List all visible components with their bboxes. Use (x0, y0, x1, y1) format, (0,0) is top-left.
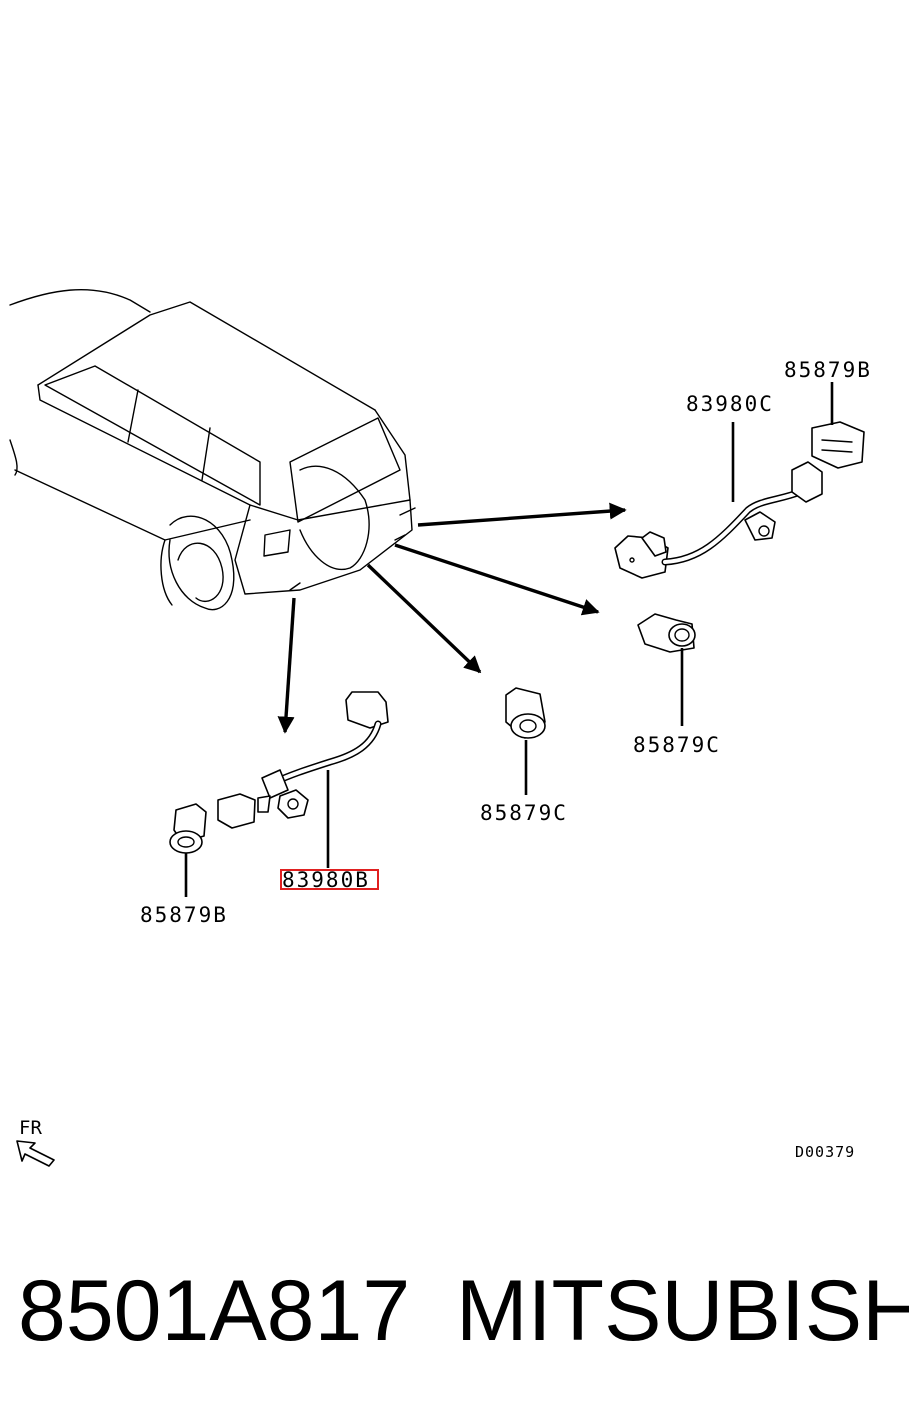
callout-85879c-right: 85879C (633, 733, 721, 757)
harness-83980c-drawing (614, 382, 865, 579)
vehicle-outline (9, 288, 416, 611)
direction-label: FR (19, 1117, 42, 1139)
sensor-85879b-left-drawing (169, 803, 207, 897)
footer: 8501A817 MITSUBISHI (0, 1262, 909, 1372)
callout-83980b: 83980B (282, 868, 370, 892)
drawing-code: D00379 (795, 1143, 855, 1161)
sensor-85879c-center-drawing (505, 687, 546, 795)
callout-85879b-right: 85879B (784, 358, 872, 382)
front-arrow-icon (16, 1140, 55, 1167)
part-number: 8501A817 (18, 1263, 411, 1359)
callout-85879c-center: 85879C (480, 801, 568, 825)
callout-83980c: 83980C (686, 392, 774, 416)
harness-83980b-drawing (217, 691, 389, 868)
sensor-85879c-right-drawing (637, 613, 696, 726)
highlight-box (280, 869, 379, 890)
brand-name: MITSUBISHI (456, 1263, 909, 1359)
callout-85879b-left: 85879B (140, 903, 228, 927)
leader-arrows (277, 502, 627, 734)
